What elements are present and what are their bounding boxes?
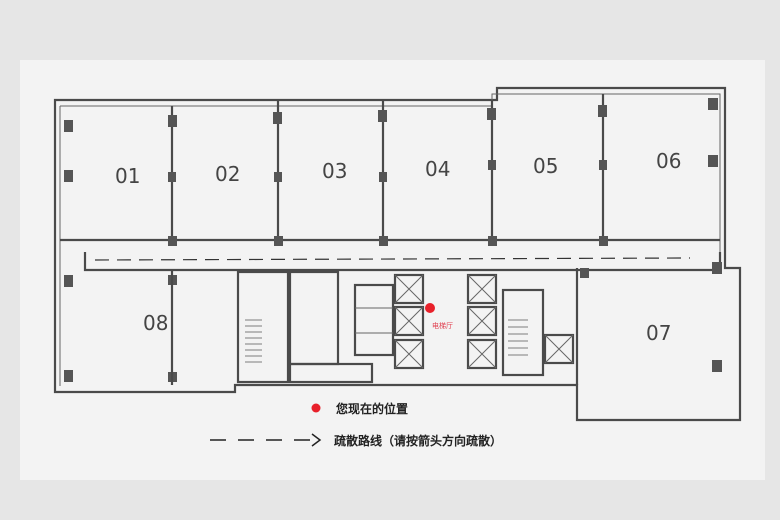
elevator-lobby-label: 电梯厅 (432, 321, 453, 330)
room-07: 07 (646, 321, 671, 345)
service-core: 电梯厅 (236, 270, 575, 384)
room-04: 04 (425, 157, 450, 181)
columns (64, 98, 722, 382)
room-06: 06 (656, 149, 681, 173)
arrow-right-icon (311, 433, 322, 447)
legend-evacuation-route: 疏散路线（请按箭头方向疏散） (334, 433, 502, 448)
evacuation-route-line (94, 257, 691, 261)
building-outline (53, 86, 742, 422)
you-are-here-marker (425, 303, 435, 313)
room-03: 03 (322, 159, 347, 183)
room-05: 05 (533, 154, 558, 178)
corridor (83, 252, 722, 272)
elevators-right (466, 273, 498, 370)
room-01: 01 (115, 164, 140, 188)
room-08: 08 (143, 311, 168, 335)
legend-you-are-here: 您现在的位置 (336, 401, 408, 416)
elevators-left (393, 273, 425, 370)
room-02: 02 (215, 162, 240, 186)
legend-marker-icon (311, 403, 321, 413)
